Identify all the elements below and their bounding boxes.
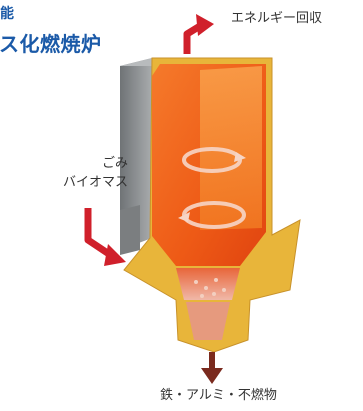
swirl-arrowhead	[178, 212, 190, 222]
furnace-side-slab	[120, 205, 140, 255]
energy-recovery-label: エネルギー回収	[231, 11, 323, 26]
energy-recovery-arrow	[183, 23, 202, 54]
furnace-outer-wall	[120, 58, 152, 250]
waste-label-line1: ごみ	[102, 156, 129, 171]
metal-output-arrowhead	[201, 368, 223, 384]
fluidized-bed	[176, 268, 240, 300]
energy-arrowhead	[196, 14, 214, 36]
chamber-back-wall	[200, 66, 262, 230]
page-title: ス化燃焼炉	[0, 32, 102, 56]
waste-label-line2: バイオマス	[63, 175, 129, 190]
metal-output-shaft	[209, 352, 215, 372]
title-fragment: 能	[0, 6, 14, 22]
metal-output-label: 鉄・アルミ・不燃物	[160, 388, 277, 403]
waste-arrowhead	[104, 244, 126, 266]
swirl-arrowhead	[234, 152, 246, 162]
waste-input-label: ごみ バイオマス	[63, 157, 128, 189]
bottom-hopper	[186, 302, 230, 340]
waste-input-arrow	[84, 208, 114, 259]
bed-particles	[194, 278, 226, 298]
